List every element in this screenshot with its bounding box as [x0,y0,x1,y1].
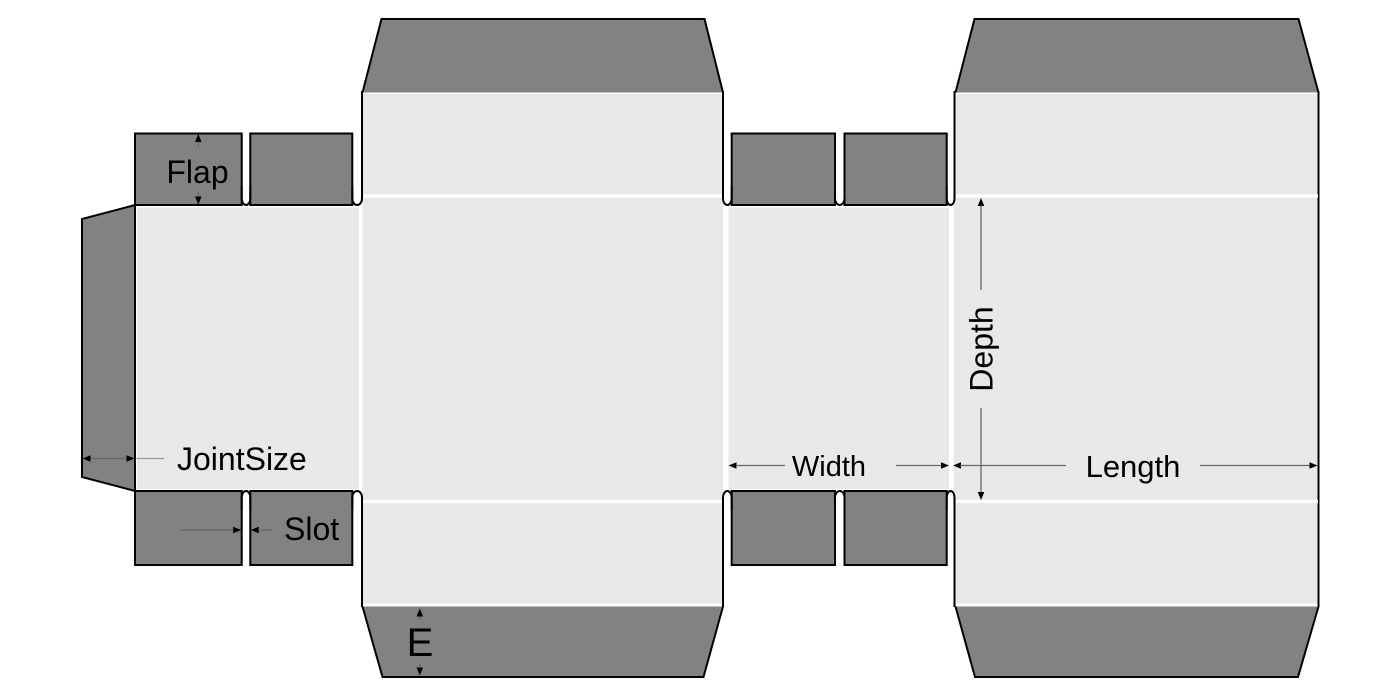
depth-label: Depth [964,306,1000,391]
flap-label: Flap [166,154,228,190]
panel-length-left [362,94,723,604]
jointsize-label: JointSize [177,441,307,477]
dim-width: Width [728,451,949,483]
panel-width-right [728,207,949,489]
glue-flap [81,203,136,493]
slot-cut-top-ab [351,91,363,206]
top-trapezoid-right-outline [954,18,1320,93]
slot-cut-bottom-c [834,490,846,510]
depth-arrow-down-icon [977,492,985,500]
width-label: Width [792,451,866,483]
top-trapezoid-right [955,19,1319,93]
width-arrow-right-icon [941,462,949,469]
bottom-flap-c1 [730,490,837,566]
dim-flap: Flap [166,134,229,205]
length-arrow-left-icon [953,462,961,469]
bottom-trapezoid-right [955,606,1319,677]
e-label: E [407,621,434,665]
trapezoid-flaps [361,18,1320,678]
dim-slot: Slot [181,511,339,547]
e-arrow-down-icon [416,667,424,676]
dim-depth: Depth [964,198,1000,500]
top-flap-c2 [843,132,948,206]
panels [137,94,1319,604]
top-trapezoid-left [362,19,723,93]
slot-label: Slot [284,511,339,547]
top-trapezoid-left-outline [361,18,724,93]
jointsize-arrow-left-icon [82,455,91,462]
dim-e: E [407,608,434,676]
fold-lines [363,194,1318,504]
bottom-flap-a1 [134,490,243,566]
dim-length: Length [953,449,1318,484]
slot-cut-bottom-bc [722,490,733,607]
panel-length-right [953,94,1319,604]
flap-arrow-up-icon [195,134,202,142]
dim-jointsize: JointSize [82,441,307,477]
bottom-trapezoid-right-outline [954,606,1320,678]
top-flap-a1 [134,132,243,206]
slot-cut-top-a [240,186,252,206]
slot-cut-bottom-ab [351,490,363,607]
length-label: Length [1086,449,1181,484]
bottom-trapezoid-left-outline [361,606,724,678]
cut-lines [240,91,1320,607]
bottom-flap-c2 [843,490,948,566]
bottom-trapezoid-left [362,606,723,677]
slot-cut-top-c [834,186,846,206]
top-flap-a2 [249,132,354,206]
slot-cut-top-bc [722,91,733,206]
slot-arrow-left-icon [250,526,259,534]
width-arrow-left-icon [728,462,737,469]
panel-width-left [137,207,359,489]
flaps [81,132,948,566]
e-arrow-up-icon [416,608,424,617]
slot-cut-top-cd [945,91,956,206]
slot-arrow-right-icon [233,526,242,534]
depth-arrow-up-icon [977,198,985,206]
jointsize-arrow-right-icon [126,455,135,462]
top-flap-c1 [730,132,837,206]
flap-arrow-down-icon [195,196,202,205]
slot-cut-bottom-cd [945,490,956,607]
bottom-flap-a2 [249,490,354,566]
length-arrow-right-icon [1309,462,1318,469]
slot-cut-bottom-a [240,490,252,510]
